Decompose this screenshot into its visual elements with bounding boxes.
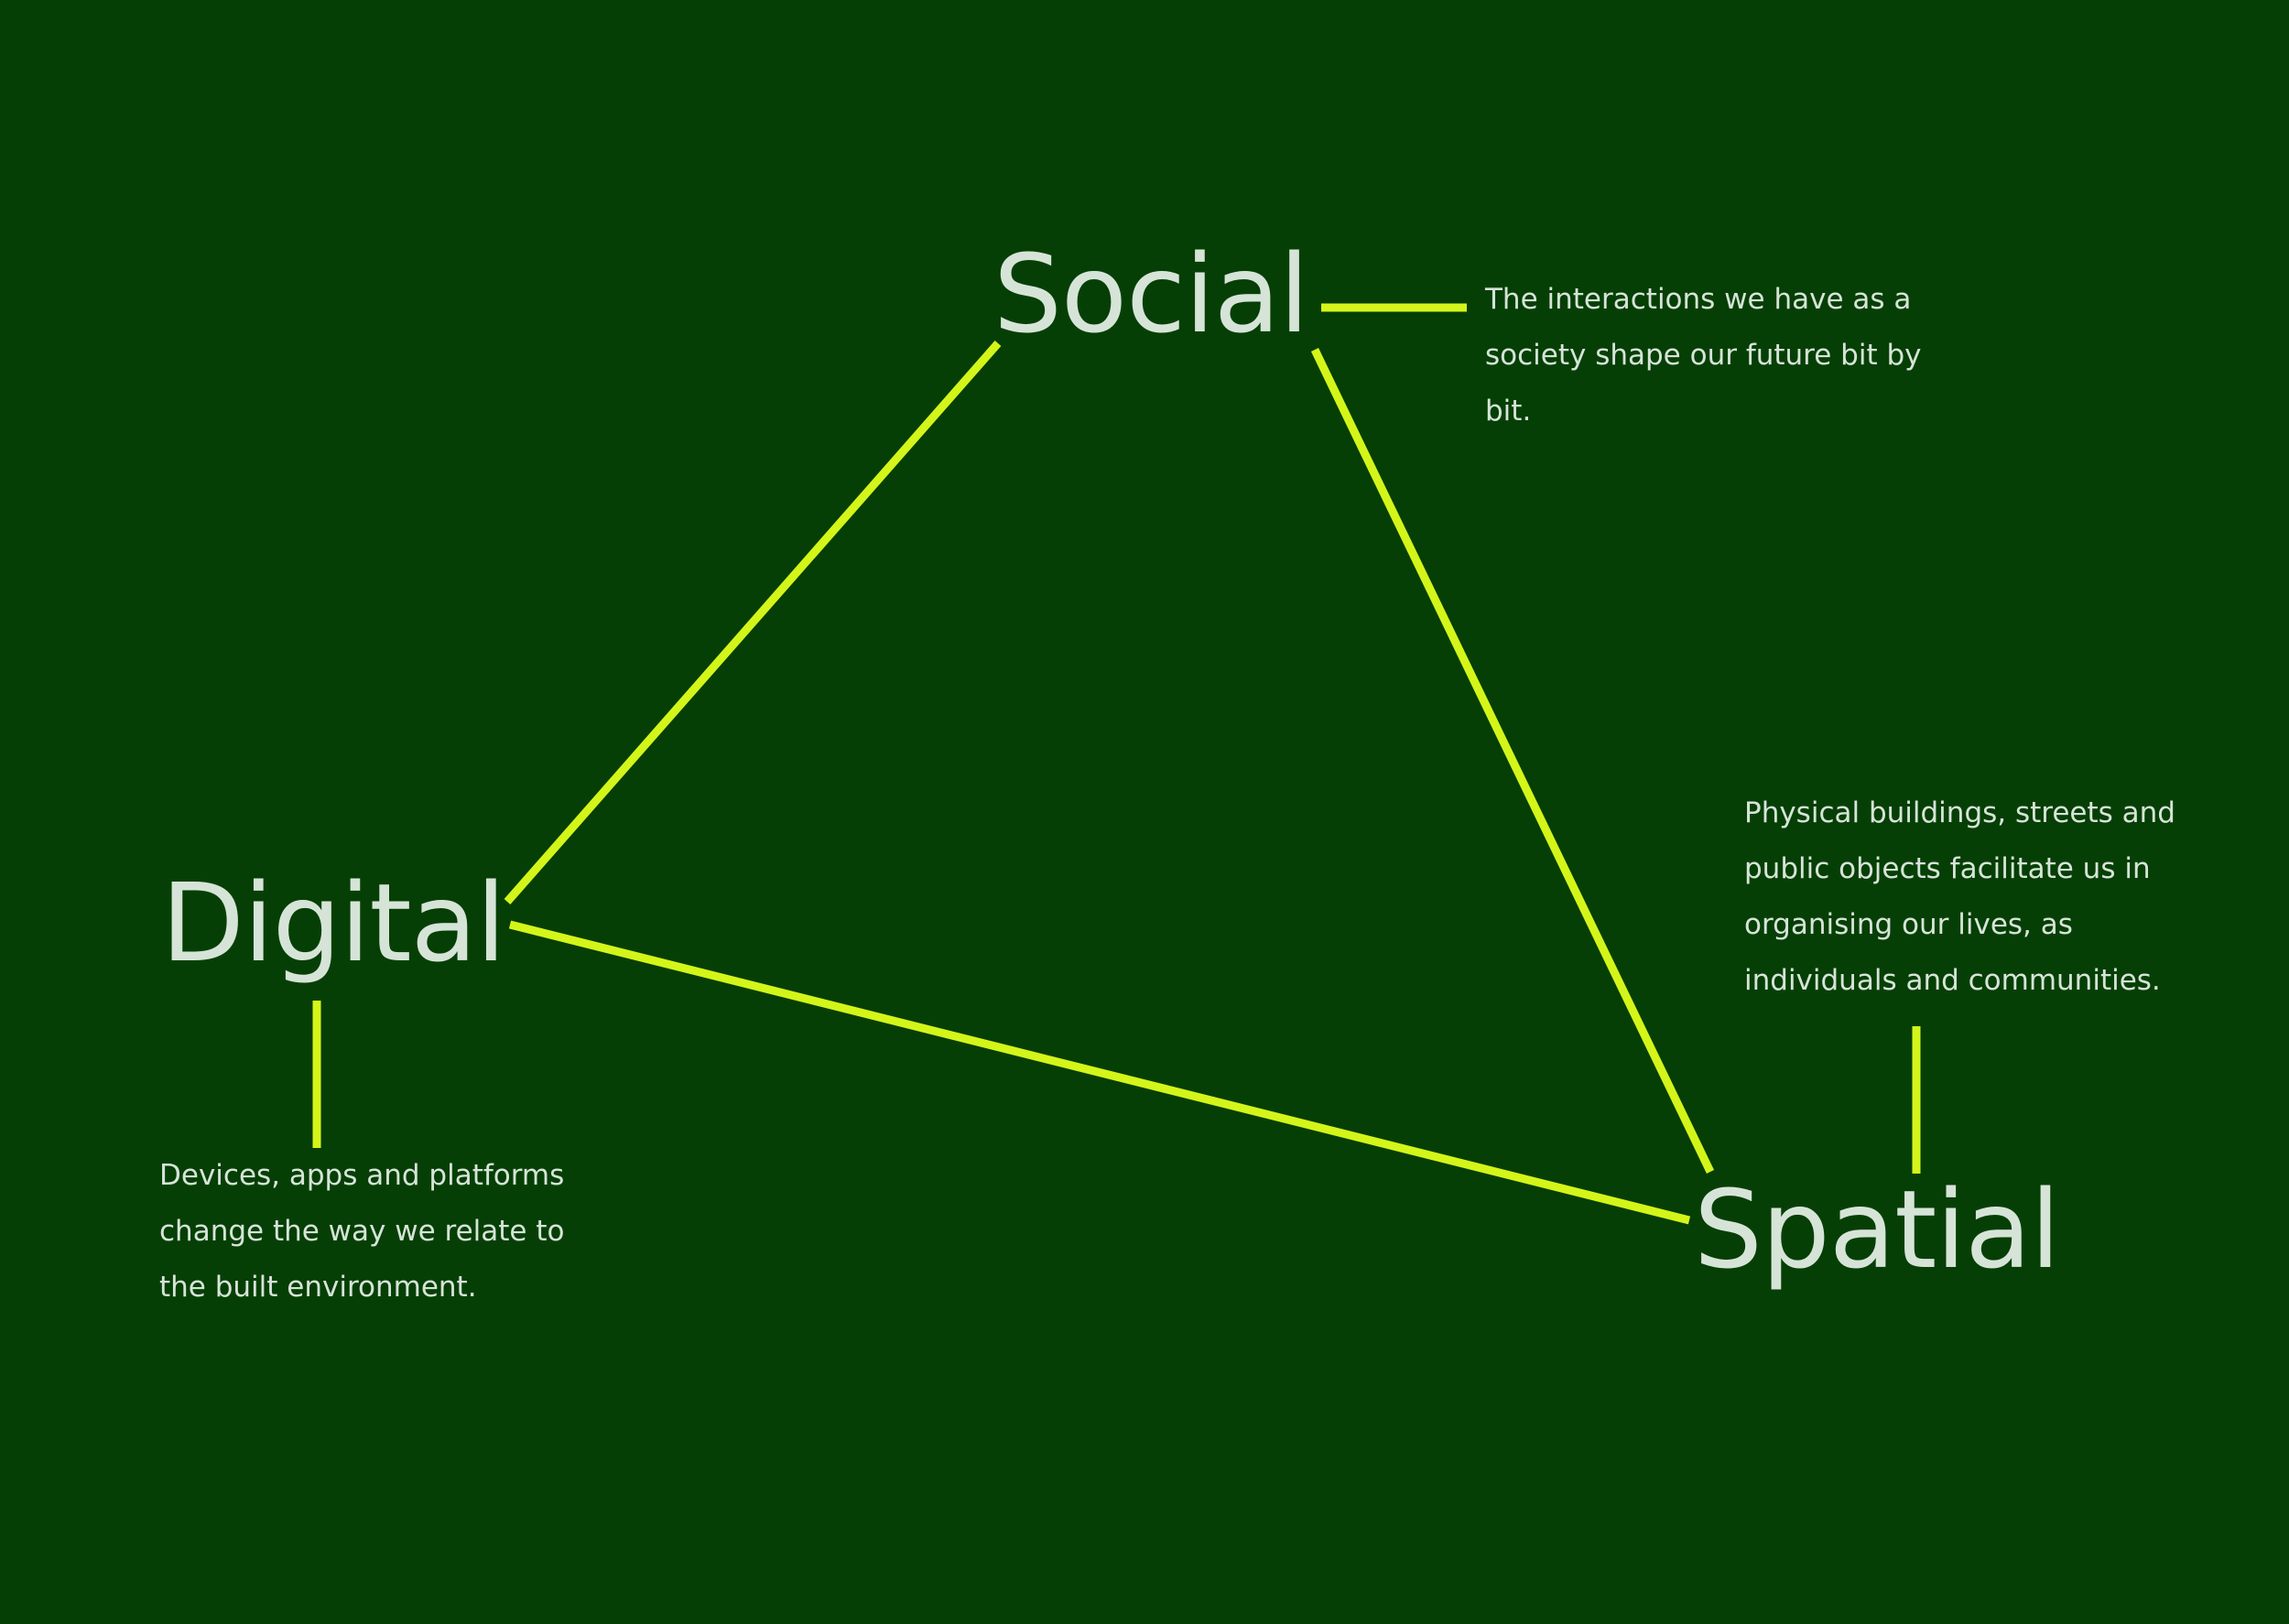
node-label-digital: Digital — [161, 860, 506, 986]
edge-social-digital — [504, 341, 1002, 904]
edge-social-spatial — [1310, 348, 1715, 1174]
node-description-social: The interactions we have as a society sh… — [1485, 283, 1922, 428]
edge-digital-spatial — [508, 920, 1691, 1225]
node-description-digital: Devices, apps and platforms change the w… — [159, 1159, 565, 1304]
node-label-social: Social — [993, 231, 1309, 357]
node-label-spatial: Spatial — [1694, 1166, 2060, 1293]
node-description-spatial: Physical buildings, streets and public o… — [1744, 796, 2175, 997]
